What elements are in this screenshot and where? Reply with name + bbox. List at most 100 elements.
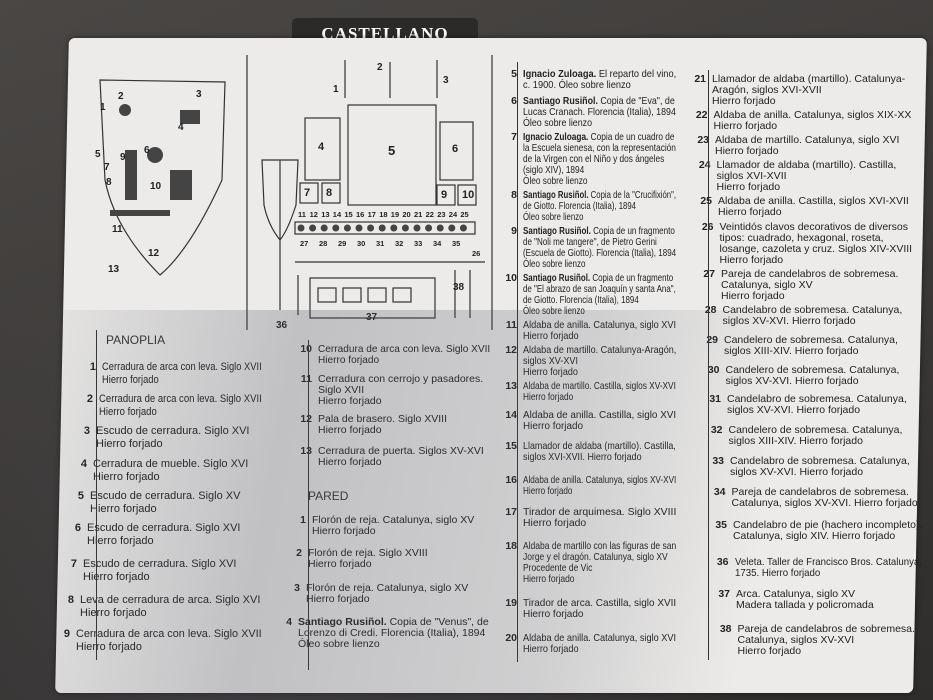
item-number: 4 — [286, 616, 292, 628]
painting-10 — [457, 184, 477, 206]
knocker-icon — [448, 224, 456, 232]
painting-4 — [304, 117, 341, 181]
item-number: 13 — [300, 445, 312, 457]
item-description: Tirador de arquimesa. Siglo XVIII Hierro… — [523, 506, 677, 529]
item-description: Aldaba de anilla. Castilla, siglo XVI Hi… — [523, 409, 677, 432]
item-description: Aldaba de anilla. Catalunya, siglos XV-X… — [523, 474, 677, 497]
item-number: 8 — [67, 594, 74, 606]
diagram-number: 29 — [338, 239, 346, 248]
item-description: Aldaba de martillo con las figuras de sa… — [523, 540, 677, 585]
item-description: Santiago Rusiñol. Copia de la "Crucifixi… — [523, 189, 676, 223]
item-number: 27 — [703, 268, 715, 280]
item-number: 34 — [713, 486, 726, 498]
item-description: Llamador de aldaba (martillo). Catalunya… — [712, 73, 906, 107]
item-description: Escudo de cerradura. Siglo XVI Hierro fo… — [83, 558, 237, 583]
item-description: Florón de reja. Catalunya, siglo XV Hier… — [306, 582, 469, 605]
list-item: 17 Tirador de arquimesa. Siglo XVIII Hier… — [505, 506, 677, 529]
knocker-icon — [390, 224, 398, 232]
item-number: 22 — [695, 109, 708, 121]
item-number: 25 — [700, 195, 712, 207]
knocker-icon — [436, 224, 444, 232]
item-description: Escudo de cerradura. Siglo XVI Hierro fo… — [87, 522, 241, 547]
section-heading: PARED — [308, 489, 349, 503]
item-description: Cerradura de puerta. Siglos XV-XVI Hierr… — [318, 445, 484, 468]
diagram-number: 11 — [298, 210, 306, 219]
knocker-icon — [343, 224, 351, 232]
column-divider — [308, 340, 309, 670]
item-number: 7 — [70, 558, 77, 570]
item-description: Cerradura de arca con leva. Siglo XVII H… — [76, 628, 262, 653]
item-number: 18 — [505, 540, 517, 552]
item-description: Aldaba de martillo. Catalunya-Aragón, si… — [523, 344, 677, 378]
painting-9 — [436, 184, 456, 206]
item-number: 15 — [505, 440, 517, 452]
item-number: 1 — [300, 514, 306, 526]
list-item: 8 Santiago Rusiñol. Copia de la "Crucifix… — [511, 189, 730, 223]
painting-8 — [321, 182, 341, 204]
item-description: Veintidós clavos decorativos de diversos… — [719, 221, 913, 266]
list-item: 18 Aldaba de martillo con las figuras de … — [505, 540, 712, 585]
item-number: 19 — [505, 597, 517, 609]
item-number: 8 — [511, 189, 517, 201]
item-description: Aldaba de martillo. Castilla, siglos XV-… — [523, 380, 676, 403]
diagram-number: 17 — [368, 210, 376, 219]
item-number: 12 — [300, 413, 312, 425]
item-number: 28 — [704, 304, 717, 316]
diagram-number: 13 — [108, 264, 120, 275]
diagram-number: 12 — [310, 210, 318, 219]
diagram-number: 30 — [357, 239, 365, 248]
diagram-number: 12 — [148, 248, 160, 259]
diagram-number: 28 — [319, 239, 327, 248]
item-number: 35 — [715, 519, 727, 531]
item-description: Arca. Catalunya, siglo XV Madera tallada… — [736, 588, 874, 611]
diagram-number: 15 — [344, 210, 352, 219]
diagram-number: 24 — [449, 210, 458, 219]
item-number: 9 — [511, 225, 517, 237]
item-description: Aldaba de anilla. Castilla, siglos XVI-X… — [718, 195, 909, 218]
diagram-number: 5 — [95, 149, 101, 160]
diagram-number: 18 — [379, 210, 387, 219]
knocker-row — [294, 221, 476, 235]
item-number: 16 — [505, 474, 517, 486]
item-description: Candelabro de sobremesa. Catalunya, sigl… — [730, 455, 910, 478]
diagram-number: 13 — [321, 210, 329, 219]
diagram-number: 4 — [318, 141, 325, 153]
item-description: Santiago Rusiñol. Copia de "Eva", de Luc… — [523, 95, 676, 129]
diagram-number: 14 — [333, 210, 342, 219]
item-number: 31 — [709, 393, 721, 405]
list-item: 25 Aldaba de anilla. Castilla, siglos XVI… — [700, 195, 909, 218]
knocker-icon — [425, 224, 433, 232]
list-item: 34 Pareja de candelabros de sobremesa. Ca… — [714, 486, 918, 509]
diagram-number: 32 — [395, 239, 403, 248]
item-number: 20 — [505, 632, 517, 644]
item-description: Pareja de candelabros de sobremesa. Cata… — [731, 486, 918, 509]
item-number: 2 — [86, 393, 93, 405]
item-description: Aldaba de martillo. Catalunya, siglo XVI… — [715, 134, 900, 157]
item-description: Santiago Rusiñol. Copia de un fragmento … — [523, 272, 676, 317]
item-description: Llamador de aldaba (martillo). Castilla,… — [716, 159, 897, 193]
list-item: 26Veintidós clavos decorativos de divers… — [702, 221, 913, 266]
item-number: 38 — [719, 623, 732, 635]
diagram-number: 6 — [452, 143, 458, 155]
item-description: Santiago Rusiñol. Copia de "Venus", de L… — [298, 616, 489, 650]
diagram-number: 3 — [443, 75, 449, 86]
diagram-number: 33 — [414, 239, 422, 248]
item-number: 17 — [505, 506, 517, 518]
